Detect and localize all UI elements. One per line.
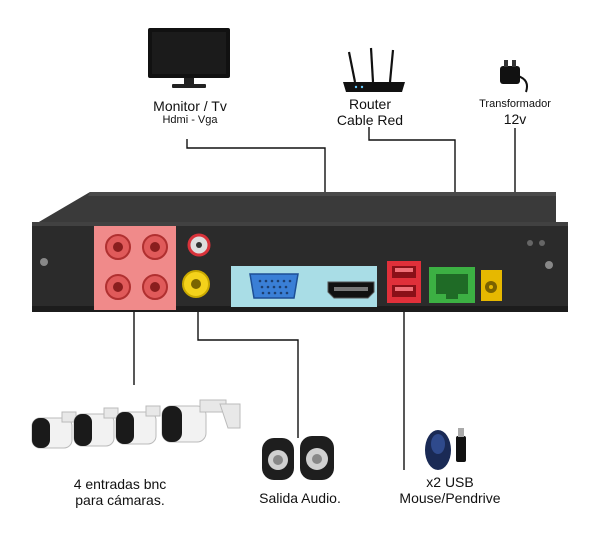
mouse-icon: [425, 430, 451, 470]
power-label-line2: 12v: [503, 110, 527, 127]
camera-icon: [161, 399, 241, 443]
power-label-line1: Transformador: [479, 98, 551, 110]
bnc-connectors: [105, 234, 168, 300]
usb-label-line2: Mouse/Pendrive: [399, 490, 501, 507]
rca-audio-out: [182, 270, 210, 298]
rca-audio-in: [187, 233, 211, 257]
camera-icon: [73, 407, 119, 447]
usb-ports: [387, 261, 421, 303]
usb-label: x2 USB Mouse/Pendrive: [395, 474, 505, 506]
audio-label: Salida Audio.: [250, 490, 350, 506]
cameras-label-line1: 4 entradas bnc: [73, 476, 167, 492]
usb-label-line1: x2 USB: [426, 474, 474, 490]
monitor-label-line2: Hdmi - Vga: [162, 114, 218, 127]
router-label-line2: Cable Red: [336, 112, 404, 129]
dc-port: [481, 270, 502, 301]
speaker-icon: [262, 438, 294, 480]
hdmi-port: [327, 281, 375, 299]
camera-icon: [115, 405, 161, 445]
vga-port: [249, 273, 299, 299]
monitor-label: Monitor / Tv Hdmi - Vga: [140, 98, 240, 127]
camera-icon: [31, 411, 77, 449]
power-adapter-icon: [500, 60, 528, 93]
monitor-label-line1: Monitor / Tv: [153, 98, 227, 114]
power-label: Transformador 12v: [470, 98, 560, 127]
lan-port: [429, 267, 475, 303]
router-label: Router Cable Red: [320, 96, 420, 128]
bnc-connector-1: [105, 234, 131, 260]
bnc-connector-4: [142, 274, 168, 300]
usb-drive-icon: [456, 428, 466, 462]
router-label-line1: Router: [348, 96, 392, 112]
monitor-icon: [148, 28, 230, 88]
bnc-connector-2: [142, 234, 168, 260]
router-icon: [343, 47, 405, 92]
audio-label-line1: Salida Audio.: [259, 490, 341, 506]
cameras-label-line2: para cámaras.: [75, 492, 165, 509]
bnc-connector-3: [105, 274, 131, 300]
speaker-icon: [300, 436, 334, 480]
cameras-label: 4 entradas bnc para cámaras.: [60, 476, 180, 508]
